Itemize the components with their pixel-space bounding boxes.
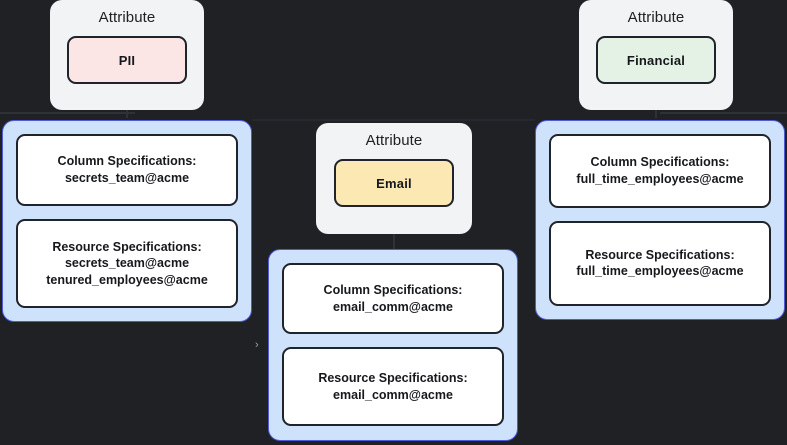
spec-box-resource-specifications[interactable]: Resource Specifications: full_time_emplo…: [549, 220, 771, 306]
spec-heading: Resource Specifications:: [585, 247, 735, 262]
chevron-right-icon[interactable]: ›: [255, 339, 259, 351]
spec-box-column-specifications[interactable]: Column Specifications: email_comm@acme: [282, 263, 504, 334]
attribute-card-pii[interactable]: Attribute PII: [50, 0, 204, 110]
attribute-chip-email[interactable]: Email: [334, 159, 454, 207]
spec-heading: Column Specifications:: [323, 283, 463, 297]
spec-item: secrets_team@acme: [64, 170, 190, 185]
attribute-chip-financial[interactable]: Financial: [596, 36, 716, 84]
spec-item: full_time_employees@acme: [576, 264, 744, 279]
spec-heading: Column Specifications:: [590, 155, 730, 170]
attribute-card-financial[interactable]: Attribute Financial: [579, 0, 733, 110]
attribute-card-email[interactable]: Attribute Email: [316, 123, 472, 234]
spec-item: email_comm@acme: [333, 387, 453, 402]
spec-box-resource-specifications[interactable]: Resource Specifications: secrets_team@ac…: [16, 218, 238, 308]
attribute-card-title: Attribute: [627, 9, 685, 26]
spec-item: tenured_employees@acme: [46, 272, 208, 287]
attribute-chip-pii[interactable]: PII: [67, 36, 187, 84]
spec-box-column-specifications[interactable]: Column Specifications: secrets_team@acme: [16, 134, 238, 206]
spec-box-resource-specifications[interactable]: Resource Specifications: email_comm@acme: [282, 347, 504, 426]
spec-group-financial[interactable]: Column Specifications: full_time_employe…: [535, 120, 785, 320]
attribute-card-title: Attribute: [365, 132, 423, 149]
spec-heading: Resource Specifications:: [318, 371, 468, 385]
spec-item: secrets_team@acme: [64, 256, 190, 271]
spec-group-email[interactable]: Column Specifications: email_comm@acme R…: [268, 249, 518, 441]
spec-group-pii[interactable]: Column Specifications: secrets_team@acme…: [2, 120, 252, 322]
attribute-card-title: Attribute: [98, 9, 156, 26]
spec-box-column-specifications[interactable]: Column Specifications: full_time_employe…: [549, 134, 771, 208]
spec-item: email_comm@acme: [333, 299, 453, 314]
spec-heading: Resource Specifications:: [52, 239, 202, 254]
spec-heading: Column Specifications:: [57, 154, 197, 169]
spec-item: full_time_employees@acme: [576, 171, 744, 186]
